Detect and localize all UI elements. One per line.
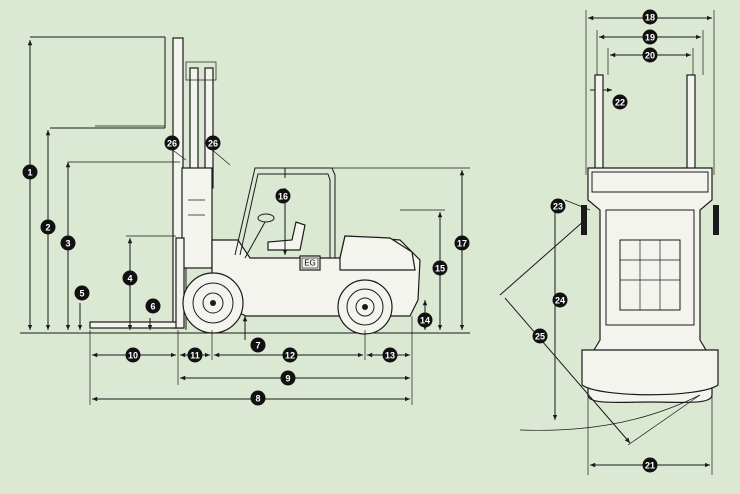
right-fork bbox=[686, 74, 696, 176]
callout-13: 13 bbox=[382, 347, 398, 363]
callout-14: 14 bbox=[417, 312, 433, 328]
callout-15: 15 bbox=[432, 260, 448, 276]
callout-1: 1 bbox=[22, 164, 38, 180]
callout-label: 5 bbox=[79, 289, 84, 299]
front-wheel bbox=[182, 272, 244, 334]
cab-mark-plate bbox=[301, 257, 319, 269]
cab-mark-text: EG bbox=[304, 259, 316, 268]
callout-label: 23 bbox=[553, 202, 563, 212]
left-fork bbox=[594, 74, 604, 176]
callout-23: 23 bbox=[550, 198, 566, 214]
callout-21: 21 bbox=[642, 457, 658, 473]
callout-label: 14 bbox=[420, 316, 430, 326]
callout-label: 19 bbox=[645, 33, 655, 43]
callout-label: 4 bbox=[127, 274, 132, 284]
callout-24: 24 bbox=[552, 292, 568, 308]
callout-label: 26 bbox=[167, 139, 177, 149]
callout-label: 1 bbox=[27, 168, 32, 178]
callout-label: 9 bbox=[285, 374, 290, 384]
rear-wheel bbox=[337, 279, 393, 335]
callout-label: 7 bbox=[255, 341, 260, 351]
raised-fork bbox=[30, 36, 166, 129]
callout-label: 11 bbox=[190, 351, 200, 361]
callout-3: 3 bbox=[60, 235, 76, 251]
callout-2: 2 bbox=[40, 219, 56, 235]
callout-11: 11 bbox=[187, 347, 203, 363]
callout-label: 25 bbox=[535, 332, 545, 342]
callout-label: 22 bbox=[615, 98, 625, 108]
callout-18: 18 bbox=[642, 9, 658, 25]
callout-9: 9 bbox=[280, 370, 296, 386]
callout-16: 16 bbox=[275, 188, 291, 204]
callout-26: 26 bbox=[164, 135, 180, 151]
callout-label: 17 bbox=[457, 239, 467, 249]
callout-7: 7 bbox=[250, 337, 266, 353]
callout-5: 5 bbox=[74, 285, 90, 301]
callout-label: 8 bbox=[255, 394, 260, 404]
mast bbox=[172, 37, 217, 330]
callout-label: 16 bbox=[278, 192, 288, 202]
callout-8: 8 bbox=[250, 390, 266, 406]
callout-26: 26 bbox=[205, 135, 221, 151]
callout-label: 10 bbox=[128, 351, 138, 361]
callout-6: 6 bbox=[145, 298, 161, 314]
top-view bbox=[499, 10, 719, 475]
callout-label: 12 bbox=[285, 351, 295, 361]
callout-label: 2 bbox=[45, 223, 50, 233]
callout-label: 18 bbox=[645, 13, 655, 23]
callout-22: 22 bbox=[612, 94, 628, 110]
callout-25: 25 bbox=[532, 328, 548, 344]
lowered-fork bbox=[89, 237, 185, 329]
callout-label: 6 bbox=[150, 302, 155, 312]
side-view: EG bbox=[20, 36, 470, 405]
callout-label: 24 bbox=[555, 296, 565, 306]
callout-10: 10 bbox=[125, 347, 141, 363]
callout-17: 17 bbox=[454, 235, 470, 251]
callout-label: 26 bbox=[208, 139, 218, 149]
callout-20: 20 bbox=[642, 47, 658, 63]
callout-19: 19 bbox=[642, 29, 658, 45]
callout-label: 13 bbox=[385, 351, 395, 361]
callout-12: 12 bbox=[282, 347, 298, 363]
callout-label: 15 bbox=[435, 264, 445, 274]
callout-4: 4 bbox=[122, 270, 138, 286]
callout-label: 20 bbox=[645, 51, 655, 61]
callout-label: 21 bbox=[645, 461, 655, 471]
callout-label: 3 bbox=[65, 239, 70, 249]
